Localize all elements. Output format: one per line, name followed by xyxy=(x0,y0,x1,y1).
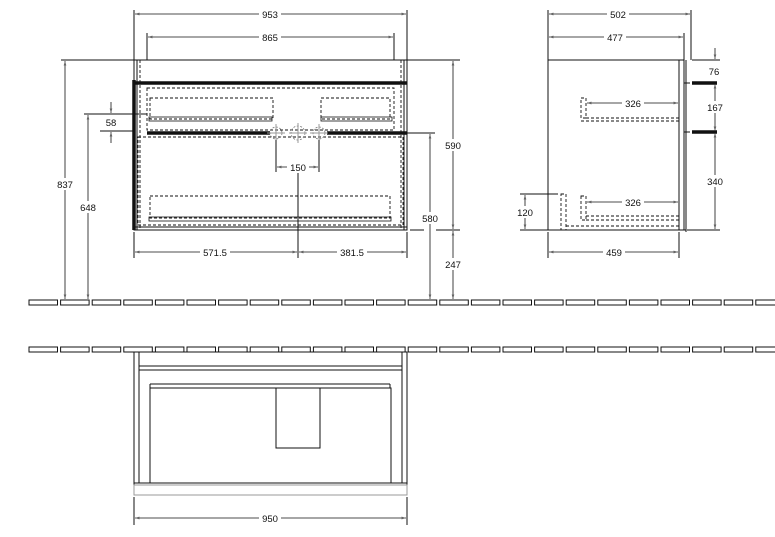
wall-tile xyxy=(534,346,564,353)
cabinet-outline xyxy=(133,59,408,231)
wall-tile xyxy=(755,346,775,353)
label-580: 580 xyxy=(422,214,438,225)
wall-tile xyxy=(281,346,311,353)
label-326-lower: 326 xyxy=(625,198,641,209)
wall-tile xyxy=(312,299,343,306)
dim-overall-width: 953 xyxy=(134,8,407,21)
wall-tile xyxy=(470,299,501,306)
label-326-upper: 326 xyxy=(625,99,641,110)
wall-tile xyxy=(660,299,690,306)
wall-tile xyxy=(597,346,627,353)
wall-tile xyxy=(692,299,722,306)
wall-tile xyxy=(628,299,659,306)
front-view: 953 865 xyxy=(54,8,464,300)
label-648: 648 xyxy=(80,203,96,214)
wall-tile xyxy=(249,299,280,306)
dim-tap-spacing: 150 xyxy=(276,161,319,174)
side-view: 502 477 326 xyxy=(515,8,726,259)
wall-tile xyxy=(502,346,532,353)
label-459: 459 xyxy=(606,248,622,259)
dim-top-edge-height: 648 xyxy=(77,114,99,300)
wall-tile xyxy=(123,346,153,353)
dim-inner-width: 865 xyxy=(147,31,394,44)
label-120: 120 xyxy=(517,208,533,219)
wall-tile xyxy=(344,299,374,306)
dim-drawer-depth-upper: 326 xyxy=(586,97,679,110)
dim-body-height: 590 xyxy=(442,60,464,230)
dim-floor-clearance: 247 xyxy=(442,230,464,300)
dim-drain-height: 580 xyxy=(419,133,441,300)
label-340: 340 xyxy=(707,177,723,188)
side-cabinet-outline xyxy=(547,59,685,231)
label-76: 76 xyxy=(709,67,720,78)
dim-drawer-gap: 58 xyxy=(106,102,117,143)
wall-tile xyxy=(723,346,754,353)
wall-tile xyxy=(597,299,627,306)
dim-left-to-center: 571.5 xyxy=(134,246,298,259)
dim-drawer-depth-lower: 326 xyxy=(586,196,679,209)
wall-tile xyxy=(565,299,596,306)
wall-tile xyxy=(123,299,153,306)
wall-tile xyxy=(565,346,596,353)
wall-tile xyxy=(534,299,564,306)
wall-tile xyxy=(660,346,690,353)
wall-tile xyxy=(91,346,122,353)
wall-tiles-row-2 xyxy=(28,346,775,353)
dim-upper-drawer: 167 xyxy=(704,83,726,132)
dim-center-to-right: 381.5 xyxy=(298,246,407,259)
wall-tile xyxy=(312,346,343,353)
wall-tile xyxy=(376,299,406,306)
wall-tiles-row-1 xyxy=(28,299,775,306)
wall-tile xyxy=(376,346,406,353)
wall-tile xyxy=(28,299,58,306)
label-247: 247 xyxy=(445,260,461,271)
wall-tile xyxy=(439,299,469,306)
wall-tile xyxy=(692,346,722,353)
label-865: 865 xyxy=(262,33,278,44)
siphon-cutout xyxy=(275,387,321,449)
dim-lower-section: 340 xyxy=(704,132,726,230)
wall-tile xyxy=(28,346,58,353)
label-58: 58 xyxy=(106,118,117,129)
wall-tile xyxy=(281,299,311,306)
wall-tile xyxy=(154,299,185,306)
label-590: 590 xyxy=(445,141,461,152)
label-953: 953 xyxy=(262,10,278,21)
label-502: 502 xyxy=(610,10,626,21)
dim-top-section: 76 xyxy=(709,48,720,78)
tap-holes xyxy=(267,123,328,143)
label-950: 950 xyxy=(262,514,278,525)
dim-overall-height: 837 xyxy=(54,60,76,300)
label-477: 477 xyxy=(607,33,623,44)
wall-tile xyxy=(154,346,185,353)
wall-tile xyxy=(723,299,754,306)
wall-tile xyxy=(407,346,438,353)
dim-body-depth: 459 xyxy=(548,246,679,259)
top-view: 950 xyxy=(133,351,408,525)
wall-tile xyxy=(218,299,248,306)
wall-tile xyxy=(502,299,532,306)
label-571-5: 571.5 xyxy=(203,248,227,259)
dim-overall-depth: 502 xyxy=(548,8,691,21)
wall-tile xyxy=(344,346,374,353)
label-167: 167 xyxy=(707,103,723,114)
wall-tile xyxy=(60,299,90,306)
dim-siphon-height: 120 xyxy=(515,194,535,230)
dim-inner-depth: 477 xyxy=(548,31,684,44)
wall-tile xyxy=(470,346,501,353)
wall-tile xyxy=(249,346,280,353)
label-381-5: 381.5 xyxy=(340,248,364,259)
wall-tile xyxy=(439,346,469,353)
wall-tile xyxy=(60,346,90,353)
wall-tile xyxy=(186,299,216,306)
wall-tile xyxy=(186,346,216,353)
wall-tile xyxy=(218,346,248,353)
label-837: 837 xyxy=(57,180,73,191)
dim-top-overall-width: 950 xyxy=(134,512,407,525)
wall-tile xyxy=(407,299,438,306)
wall-tile xyxy=(628,346,659,353)
wall-tile xyxy=(91,299,122,306)
wall-tile xyxy=(755,299,775,306)
label-150: 150 xyxy=(290,163,306,174)
